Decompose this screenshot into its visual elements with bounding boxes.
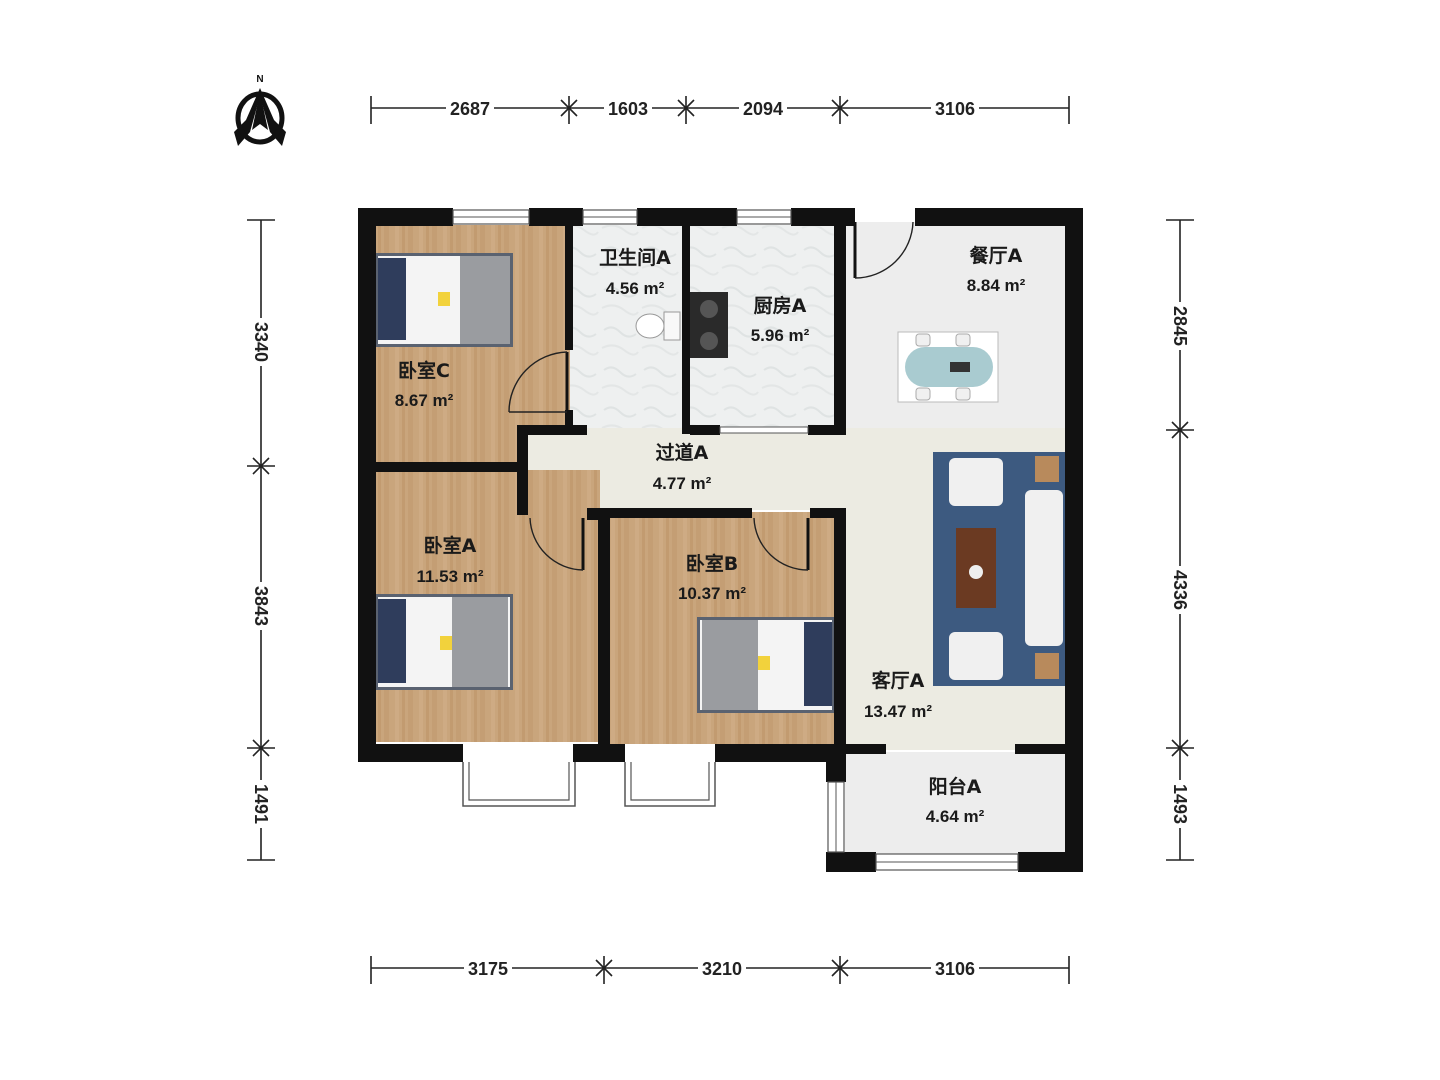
north-arrow-icon: N — [234, 74, 286, 146]
dining-table — [897, 331, 999, 403]
dimension-bottom: 3175 3210 3106 — [370, 956, 1070, 984]
room-name-bedroom-b: 卧室B — [686, 552, 738, 575]
room-name-bedroom-c: 卧室C — [398, 359, 450, 382]
dim-left-1: 3340 — [251, 322, 271, 362]
room-area-living-a: 13.47 m² — [864, 702, 932, 721]
room-name-balcony-a: 阳台A — [929, 775, 982, 798]
room-area-bedroom-c: 8.67 m² — [395, 391, 454, 410]
dim-left-2: 3843 — [251, 586, 271, 626]
room-area-dining-a: 8.84 m² — [967, 276, 1026, 295]
doors — [508, 221, 914, 571]
room-area-balcony-a: 4.64 m² — [926, 807, 985, 826]
bed-bedroom-a — [375, 594, 513, 690]
room-name-bedroom-a: 卧室A — [424, 534, 477, 557]
living-room-set — [933, 452, 1065, 686]
room-area-bedroom-b: 10.37 m² — [678, 584, 746, 603]
dim-top-1: 2687 — [450, 99, 490, 119]
bed-bedroom-c — [375, 253, 513, 347]
dim-bottom-1: 3175 — [468, 959, 508, 979]
room-labels: 卧室C 8.67 m² 卫生间A 4.56 m² 厨房A 5.96 m² 餐厅A… — [395, 244, 1026, 826]
toilet-icon — [635, 311, 681, 341]
bed-bedroom-b — [697, 617, 835, 713]
dim-bottom-2: 3210 — [702, 959, 742, 979]
dim-right-3: 1493 — [1170, 784, 1190, 824]
dim-right-2: 4336 — [1170, 570, 1190, 610]
dim-bottom-3: 3106 — [935, 959, 975, 979]
room-name-dining-a: 餐厅A — [970, 244, 1023, 267]
room-name-living-a: 客厅A — [872, 669, 925, 692]
room-name-kitchen-a: 厨房A — [754, 294, 807, 317]
floor-balcony — [845, 752, 1067, 857]
dim-top-4: 3106 — [935, 99, 975, 119]
room-area-hallway-a: 4.77 m² — [653, 474, 712, 493]
windows — [452, 209, 1019, 871]
room-name-bathroom-a: 卫生间A — [599, 246, 671, 269]
dimension-top: 2687 1603 2094 3106 — [370, 96, 1070, 124]
compass-label: N — [256, 74, 263, 85]
walls — [358, 208, 1083, 872]
room-area-bathroom-a: 4.56 m² — [606, 279, 665, 298]
room-area-kitchen-a: 5.96 m² — [751, 326, 810, 345]
dimension-left: 3340 3843 1491 — [247, 219, 275, 861]
dim-right-1: 2845 — [1170, 306, 1190, 346]
room-name-hallway-a: 过道A — [656, 441, 709, 464]
dim-top-3: 2094 — [743, 99, 783, 119]
dimension-right: 2845 4336 1493 — [1166, 219, 1194, 861]
dim-left-3: 1491 — [251, 784, 271, 824]
stove-icon — [690, 292, 728, 358]
dim-top-2: 1603 — [608, 99, 648, 119]
room-area-bedroom-a: 11.53 m² — [416, 567, 483, 586]
